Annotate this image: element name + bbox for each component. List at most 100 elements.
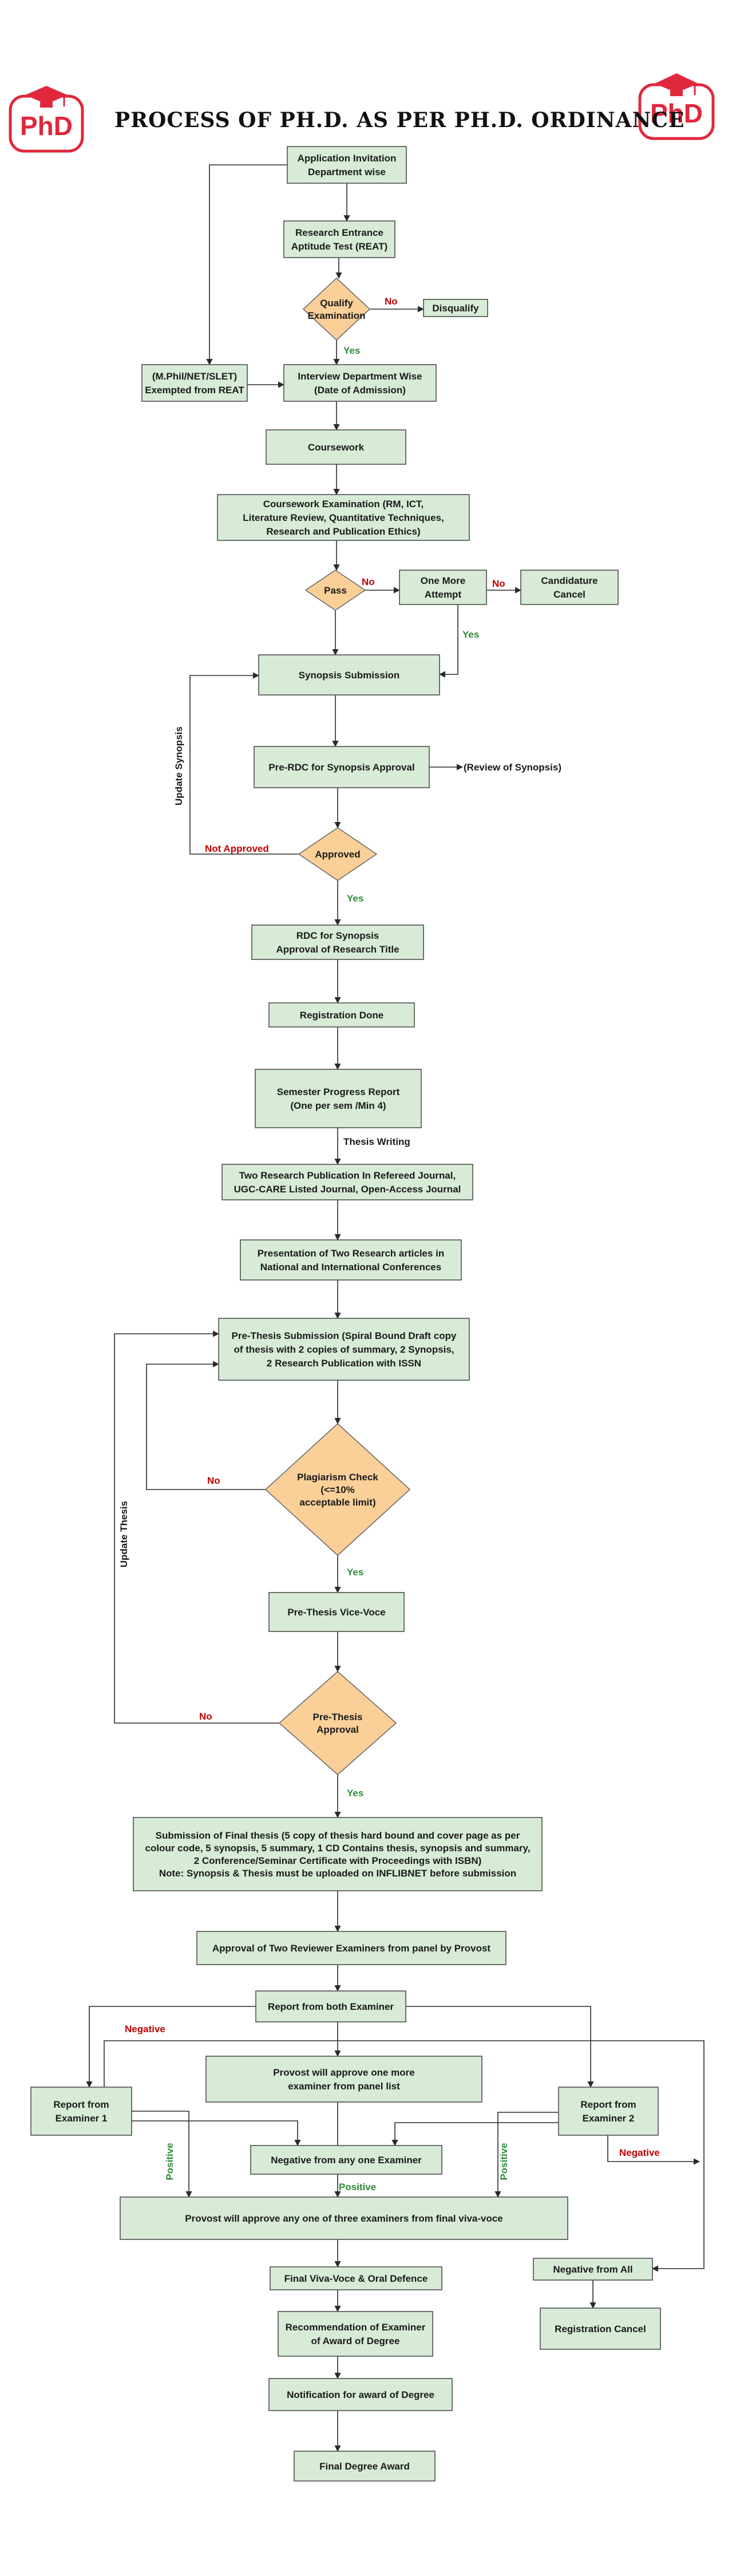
neg-any-text: Negative from any one Examiner — [271, 2155, 422, 2166]
report-both-text: Report from both Examiner — [268, 2001, 394, 2012]
approved-diamond: Approved — [298, 827, 378, 881]
registration-box: Registration Done — [268, 1002, 415, 1028]
phd-logo-left-text: PhD — [20, 111, 73, 141]
final-viva-shape — [270, 2266, 442, 2290]
registration-text: Registration Done — [300, 1010, 383, 1021]
cand-cancel-shape — [520, 570, 619, 605]
pre-thesis-sub-shape — [218, 1318, 470, 1381]
reat-shape — [283, 220, 395, 258]
phd-logo-right-icon: PhD — [638, 73, 715, 140]
update-synopsis-label: Update Synopsis — [173, 726, 184, 805]
connector-line-39 — [391, 2122, 559, 2147]
approved-text: Approved — [315, 849, 360, 860]
rdc-shape — [251, 924, 424, 960]
pre-viva-shape — [268, 1592, 405, 1632]
pre-viva-box: Pre-Thesis Vice-Voce — [268, 1592, 405, 1632]
notification-text: Notification for award of Degree — [287, 2389, 434, 2400]
disqualify-shape — [423, 299, 488, 317]
connector-line-13 — [438, 605, 458, 678]
synopsis-sub-shape — [258, 654, 440, 696]
presentation-box: Presentation of Two Research articles in… — [240, 1239, 462, 1281]
spr-text: (One per sem /Min 4) — [290, 1100, 386, 1111]
exempted-text: (M.Phil/NET/SLET) — [152, 371, 237, 382]
app-invitation-text: Department wise — [308, 167, 386, 177]
connector-line-41 — [607, 2135, 701, 2165]
final-award-shape — [294, 2451, 436, 2482]
pre-thesis-sub-text: of thesis with 2 copies of summary, 2 Sy… — [234, 1344, 454, 1355]
report-ex2-text: Examiner 2 — [583, 2113, 635, 2124]
pre-thesis-sub-text: Pre-Thesis Submission (Spiral Bound Draf… — [232, 1330, 457, 1341]
no-prethesis-label: No — [199, 1711, 212, 1722]
final-sub-box: Submission of Final thesis (5 copy of th… — [133, 1817, 543, 1891]
plagiarism-shape — [264, 1423, 411, 1556]
page-title: PROCESS OF PH.D. AS PER PH.D. ORDINANCE — [114, 108, 684, 132]
cw-exam-text: Coursework Examination (RM, ICT, — [263, 499, 424, 509]
exempted-box: (M.Phil/NET/SLET) Exempted from REAT — [141, 364, 248, 402]
report-both-box: Report from both Examiner — [255, 1990, 406, 2022]
pass-text: Pass — [324, 585, 347, 596]
report-ex1-text: Examiner 1 — [56, 2113, 108, 2124]
reat-text: Aptitude Test (REAT) — [291, 241, 387, 252]
pass-diamond: Pass — [304, 570, 366, 611]
final-award-text: Final Degree Award — [319, 2461, 410, 2472]
pre-rdc-shape — [254, 746, 430, 788]
connector-line-33 — [86, 2006, 256, 2088]
cw-exam-box: Coursework Examination (RM, ICT, Literatu… — [217, 494, 470, 541]
presentation-text: Presentation of Two Research articles in — [258, 1248, 445, 1259]
cw-exam-text: Research and Publication Ethics) — [266, 526, 420, 537]
pre-thesis-approval-shape — [278, 1670, 397, 1776]
pre-thesis-approval-text: Approval — [316, 1724, 359, 1735]
interview-text: Interview Department Wise — [298, 371, 422, 382]
yes-attempt-label: Yes — [462, 629, 479, 640]
synopsis-sub-box: Synopsis Submission — [258, 654, 440, 696]
not-approved-label: Not Approved — [205, 843, 269, 854]
pre-rdc-text: Pre-RDC for Synopsis Approval — [268, 762, 414, 773]
two-pub-box: Two Research Publication In Refereed Jou… — [221, 1164, 473, 1200]
synopsis-sub-text: Synopsis Submission — [299, 670, 400, 681]
final-sub-text: 2 Conference/Seminar Certificate with Pr… — [194, 1855, 482, 1866]
no-qualify-label: No — [385, 296, 398, 307]
no-attempt-label: No — [492, 578, 505, 589]
pre-thesis-sub-text: 2 Research Publication with ISSN — [267, 1358, 421, 1369]
qualify-text: Examination — [307, 310, 365, 321]
plagiarism-diamond: Plagiarism Check(<=10%acceptable limit) — [264, 1423, 411, 1556]
positive-center-label: Positive — [339, 2182, 376, 2192]
yes-plagiarism-label: Yes — [347, 1567, 363, 1578]
connector-line-28 — [114, 1330, 279, 1724]
coursework-text: Coursework — [308, 442, 365, 453]
exempted-text: Exempted from REAT — [145, 385, 244, 396]
final-viva-text: Final Viva-Voce & Oral Defence — [284, 2273, 428, 2284]
one-more-shape — [399, 570, 487, 605]
cand-cancel-text: Cancel — [553, 589, 585, 600]
spr-text: Semester Progress Report — [277, 1086, 400, 1097]
neg-all-text: Negative from All — [553, 2264, 632, 2275]
yes-qualify-label: Yes — [343, 345, 360, 356]
pre-viva-text: Pre-Thesis Vice-Voce — [287, 1607, 385, 1618]
final-viva-box: Final Viva-Voce & Oral Defence — [270, 2266, 442, 2290]
pre-thesis-sub-box: Pre-Thesis Submission (Spiral Bound Draf… — [218, 1318, 470, 1381]
one-more-text: Attempt — [425, 589, 462, 600]
negative-right-label: Negative — [619, 2147, 660, 2158]
final-award-box: Final Degree Award — [294, 2451, 436, 2482]
coursework-shape — [266, 429, 406, 465]
connector-line-38 — [494, 2112, 559, 2198]
reg-cancel-box: Registration Cancel — [540, 2308, 661, 2350]
cw-exam-shape — [217, 494, 470, 541]
yes-approved-label: Yes — [347, 893, 363, 904]
reg-cancel-text: Registration Cancel — [555, 2324, 646, 2334]
interview-text: (Date of Admission) — [314, 385, 406, 396]
two-pub-text: UGC-CARE Listed Journal, Open-Access Jou… — [234, 1184, 461, 1195]
presentation-shape — [240, 1239, 462, 1281]
connector-line-17 — [189, 672, 299, 855]
pre-thesis-approval-text: Pre-Thesis — [313, 1712, 363, 1722]
cw-exam-text: Literature Review, Quantitative Techniqu… — [243, 512, 444, 523]
neg-any-shape — [250, 2145, 442, 2175]
rdc-text: RDC for Synopsis — [296, 930, 379, 941]
final-sub-text: colour code, 5 synopsis, 5 summary, 1 CD… — [145, 1843, 531, 1854]
